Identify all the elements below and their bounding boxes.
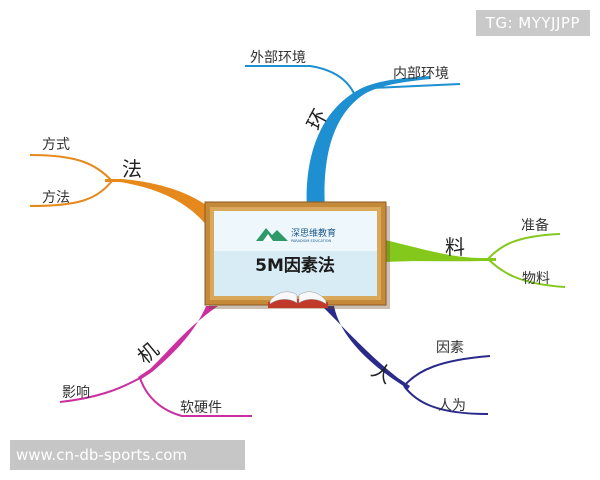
branch-material: 料 准备 物料 xyxy=(385,217,566,288)
branch-method-leaf-line-2 xyxy=(29,180,113,207)
branch-people-leaf-line-2 xyxy=(403,385,489,415)
branch-method: 法 方式 方法 xyxy=(29,137,224,232)
logo-chinese-name: 深思维教育 xyxy=(291,227,336,239)
leaf-external-env: 外部环境 xyxy=(250,50,306,66)
leaf-human: 人为 xyxy=(438,398,466,414)
branch-machine-trunk xyxy=(138,306,218,380)
leaf-manner: 方式 xyxy=(42,137,70,153)
branch-material-leaf-line-2 xyxy=(487,258,566,288)
leaf-internal-env: 内部环境 xyxy=(393,66,449,82)
education-logo: 深思维教育 PARADIGM EDUCATION xyxy=(256,227,336,243)
branch-env-leaf-line-2 xyxy=(371,83,461,89)
central-topic: 5M因素法 xyxy=(255,255,335,276)
site-url-watermark: www.cn-db-sports.com xyxy=(10,440,245,470)
branch-method-leaf-line-1 xyxy=(29,154,113,182)
mountain-icon xyxy=(256,228,288,241)
branch-method-label: 法 xyxy=(122,157,142,181)
branch-machine-leaf-line-2 xyxy=(139,377,252,417)
logo-english-name: PARADIGM EDUCATION xyxy=(291,239,331,243)
leaf-influence: 影响 xyxy=(62,385,90,401)
branch-material-leaf-line-1 xyxy=(487,233,561,260)
leaf-approach: 方法 xyxy=(42,190,70,206)
branch-env: 环 外部环境 内部环境 xyxy=(245,50,461,210)
branch-env-leaf-line-1 xyxy=(245,65,357,99)
leaf-prepare: 准备 xyxy=(521,217,549,234)
mountain-icon-highlight xyxy=(263,234,273,241)
book-page-right xyxy=(298,291,327,305)
open-book-icon xyxy=(268,291,328,308)
leaf-supplies: 物料 xyxy=(522,271,550,287)
branch-machine: 机 影响 软硬件 xyxy=(59,306,252,417)
telegram-watermark: TG: MYYJJPP xyxy=(475,10,590,36)
branch-env-trunk xyxy=(306,76,430,210)
leaf-factors: 因素 xyxy=(436,340,464,356)
branch-material-label: 料 xyxy=(445,235,465,259)
branch-people-leaf-line-1 xyxy=(403,355,491,387)
branch-people-trunk xyxy=(322,306,410,389)
branch-material-trunk xyxy=(385,240,496,262)
branch-people: 人 因素 人为 xyxy=(322,306,491,415)
central-board: 深思维教育 PARADIGM EDUCATION 5M因素法 xyxy=(204,201,390,309)
branch-machine-leaf-line-1 xyxy=(59,377,141,403)
book-page-left xyxy=(269,291,298,305)
board-surface-light xyxy=(214,211,377,251)
leaf-hardware-software: 软硬件 xyxy=(180,400,222,416)
